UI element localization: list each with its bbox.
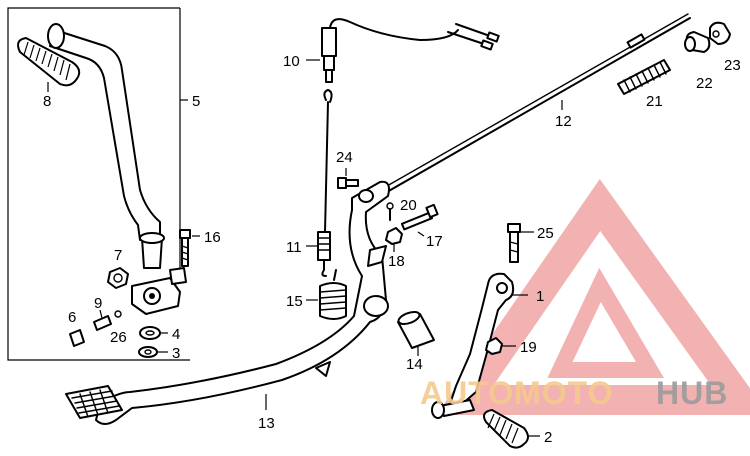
callout-3: 3 — [172, 345, 180, 362]
brake-switch-10 — [321, 18, 500, 83]
footpeg-bracket-1 — [431, 272, 515, 419]
callout-18: 18 — [388, 253, 405, 270]
callout-7: 7 — [114, 247, 122, 264]
callout-11: 11 — [286, 239, 302, 256]
leader-9 — [99, 309, 103, 319]
leader-17 — [417, 231, 425, 237]
callout-2: 2 — [544, 429, 552, 446]
bolt-17 — [400, 203, 439, 231]
callout-25: 25 — [537, 225, 554, 242]
watermark-text-hub: HUB — [656, 375, 728, 411]
callout-16: 16 — [204, 229, 221, 246]
callout-20: 20 — [400, 197, 417, 214]
footpeg-rubber-2 — [483, 409, 529, 449]
pin-9 — [93, 315, 112, 331]
callout-8: 8 — [43, 93, 51, 110]
brake-rod-12 — [379, 13, 691, 197]
nut-23 — [709, 21, 731, 45]
callout-22: 22 — [696, 75, 713, 92]
bolt-16 — [179, 229, 191, 267]
nut-19 — [485, 337, 503, 355]
spring-15 — [319, 269, 347, 320]
watermark-logo — [436, 178, 750, 415]
callout-15: 15 — [286, 293, 303, 310]
pivot-22 — [684, 31, 711, 53]
bolt-25 — [507, 223, 521, 263]
callout-4: 4 — [172, 326, 180, 343]
brake-pedal-13 — [95, 180, 390, 425]
callout-5: 5 — [192, 93, 200, 110]
callout-6: 6 — [68, 309, 76, 326]
bolt-6 — [69, 329, 85, 347]
spring-21 — [617, 59, 671, 95]
callout-1: 1 — [536, 288, 544, 305]
nut-7 — [107, 267, 129, 289]
callout-13: 13 — [258, 415, 275, 432]
switch-rod-11 — [317, 89, 333, 277]
watermark-text: AUTOMOTO HUB — [420, 375, 728, 411]
washer-4 — [139, 326, 161, 340]
kick-rubber — [17, 37, 81, 87]
watermark-triangle-inner — [547, 267, 664, 378]
callout-21: 21 — [646, 93, 663, 110]
pivot-shaft-14 — [397, 310, 435, 349]
kick-lever-arm — [47, 23, 165, 269]
callout-17: 17 — [426, 233, 443, 250]
group-bracket — [7, 7, 190, 361]
callout-19: 19 — [520, 339, 537, 356]
callout-14: 14 — [406, 356, 423, 373]
callout-10: 10 — [283, 53, 300, 70]
nut-3 — [138, 346, 158, 358]
callout-24: 24 — [336, 149, 353, 166]
kickstart-group-frame — [7, 7, 190, 361]
watermark-text-automoto: AUTOMOTO — [420, 375, 613, 411]
callout-9: 9 — [94, 295, 102, 312]
pedal-pad — [65, 385, 123, 419]
kick-pivot-boss — [131, 267, 187, 315]
bolt-24 — [337, 177, 359, 189]
callout-23: 23 — [724, 57, 741, 74]
callout-12: 12 — [555, 113, 572, 130]
nut-18 — [385, 227, 403, 245]
clip-26 — [114, 310, 122, 318]
watermark-triangle-outer — [436, 178, 750, 415]
callout-26: 26 — [110, 329, 127, 346]
